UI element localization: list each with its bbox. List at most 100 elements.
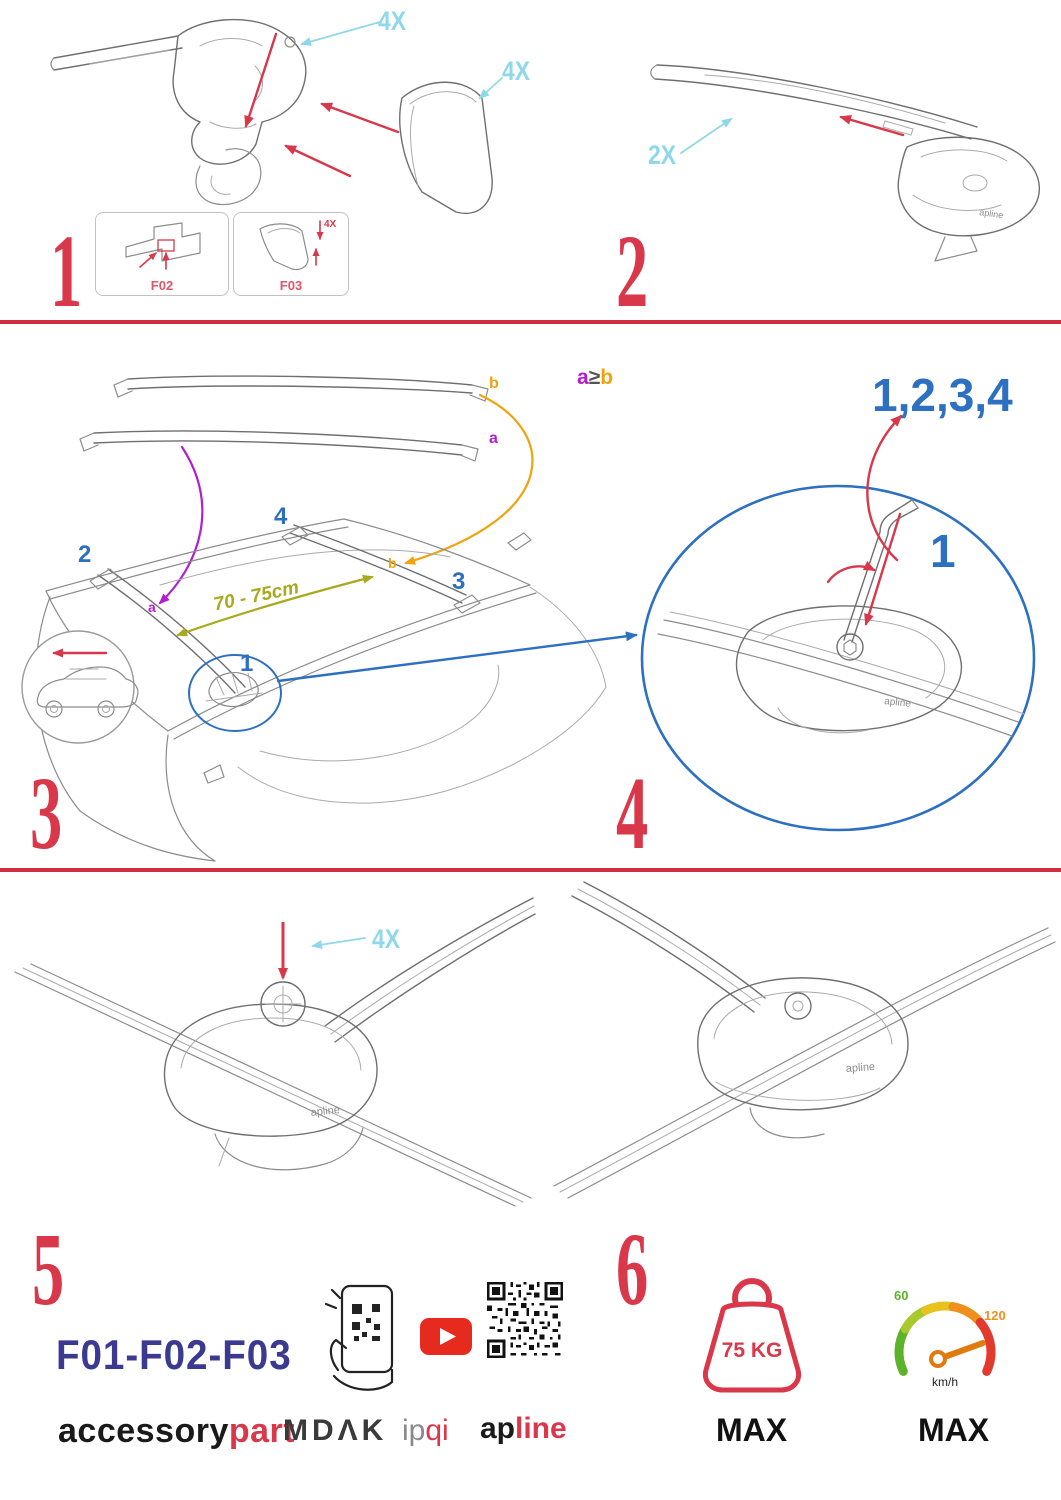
step6-product-logo: apline — [845, 1061, 875, 1075]
step4-number: 4 — [616, 756, 649, 871]
step4-product-logo: apline — [884, 696, 912, 710]
roof-position-1: 1 — [240, 650, 254, 677]
car-roof-sketch — [35, 518, 607, 862]
loose-crossbar-b — [113, 375, 489, 402]
foot-open-view: apline — [163, 981, 378, 1171]
placement-arrow-a — [158, 445, 204, 605]
loose-crossbar-a — [79, 430, 479, 462]
foot-closed-view: apline — [697, 977, 909, 1139]
highlight-box — [157, 239, 175, 252]
bar-a-label: a — [489, 430, 498, 447]
inset-detail-f03: 4X F03 — [233, 212, 349, 296]
brand-ipqi: ipqi — [402, 1416, 449, 1446]
speed-high-tick: 120 — [984, 1308, 1006, 1323]
step3-number-wrap: 3 — [30, 762, 82, 866]
step2-number: 2 — [616, 214, 649, 329]
step1-qty-cover-label: 4X — [502, 56, 531, 86]
rule-b: b — [600, 366, 614, 389]
zoom-callout-circle — [188, 654, 282, 732]
inset-f03-qty: 4X — [324, 219, 337, 230]
assembly-arrow-endcap — [839, 114, 905, 137]
brand-ipqi-part2: qi — [425, 1414, 449, 1447]
foot-position-1 — [205, 672, 263, 708]
phone-qr-pixels — [352, 1304, 380, 1341]
step2-qty-label: 2X — [648, 140, 677, 170]
inset-f03-art: 4X — [259, 219, 337, 271]
brand-accessory-part1: accessory — [58, 1412, 229, 1450]
max-weight-value: 75 KG — [722, 1339, 783, 1362]
qty-pointer-cover — [478, 77, 503, 100]
inset-detail-f02: F02 — [95, 212, 229, 296]
sequence-arrow-art — [866, 414, 903, 562]
step1-qty-screw-label: 4X — [378, 6, 407, 36]
brand-apline-part1: ap — [480, 1412, 516, 1445]
step5-number: 5 — [32, 1212, 65, 1327]
roof-rail — [14, 963, 532, 1207]
step3-number: 3 — [30, 756, 63, 871]
tightening-sequence: 1,2,3,4 — [872, 369, 1013, 421]
speed-unit: km/h — [932, 1375, 958, 1389]
brand-ipqi-part1: ip — [402, 1414, 426, 1447]
car-direction-inset — [21, 630, 139, 744]
step3-roof-placement-art — [21, 375, 638, 862]
inset-f02-art — [125, 222, 201, 270]
max-speed-icon: 60 120 km/h — [894, 1288, 1006, 1389]
cover-cap-part — [399, 81, 493, 214]
step6-closed-art: apline — [553, 881, 1056, 1199]
zoom-callout-line — [276, 631, 638, 683]
crossbar — [324, 897, 536, 1043]
scan-qr-phone-icon — [324, 1284, 394, 1391]
product-codes: F01-F02-F03 — [56, 1331, 292, 1378]
roof-rail — [553, 927, 1056, 1199]
speed-low-tick: 60 — [894, 1288, 908, 1303]
bar-b-label: b — [489, 375, 499, 392]
roof-position-2: 2 — [78, 541, 92, 568]
brand-accessory-part2: part — [228, 1412, 296, 1450]
step6-number-wrap: 6 — [616, 1218, 668, 1322]
roof-position-3: 3 — [452, 568, 466, 595]
fastener-screw — [284, 36, 296, 48]
step2-product-logo: apline — [979, 207, 1004, 220]
arrow-tip-b-label: b — [388, 555, 397, 571]
step5-qty-label: 4X — [372, 924, 401, 954]
mounted-rear-crossbar — [281, 524, 481, 614]
qty-pointer-knob — [311, 937, 366, 950]
step5-knob-art: apline — [14, 897, 536, 1207]
step1-exploded-view-art — [50, 18, 503, 214]
assembly-arrow-cover — [320, 102, 400, 134]
qty-pointer-screw — [300, 21, 381, 46]
knob-cover-hole — [784, 992, 812, 1020]
max-speed-label: MAX — [918, 1412, 990, 1448]
step4-zoom-art: apline — [640, 484, 1036, 832]
end-foot-part: apline — [897, 136, 1041, 262]
zoom-ellipse — [640, 484, 1036, 832]
rotate-arrow — [826, 561, 876, 584]
inset-f02-caption: F02 — [150, 278, 174, 293]
qty-pointer-bar — [680, 117, 733, 154]
assembly-arrow-insert — [244, 32, 278, 128]
step2-number-wrap: 2 — [616, 220, 668, 324]
press-down-arrow — [864, 512, 902, 626]
allen-key — [843, 499, 919, 643]
section-divider-2 — [0, 868, 1061, 872]
qr-code — [487, 1282, 563, 1358]
step1-number-wrap: 1 — [50, 220, 102, 324]
step2-bar-endcap-art: apline — [650, 64, 1041, 262]
max-weight-icon: 75 KG — [702, 1278, 802, 1393]
lower-hook-part — [195, 148, 262, 206]
brand-accessorypart: accessorypart — [58, 1414, 295, 1448]
crossbar-profile — [650, 64, 978, 140]
crossbar-stub — [50, 35, 183, 71]
youtube-icon — [420, 1318, 472, 1355]
max-weight-label: MAX — [716, 1412, 788, 1448]
section-divider-1 — [0, 320, 1061, 324]
brand-apline: apline — [480, 1414, 567, 1444]
rule-gte: ≥ — [588, 366, 601, 389]
roof-position-4: 4 — [274, 503, 288, 530]
step1-number: 1 — [50, 214, 83, 329]
inset-f03-caption: F03 — [279, 278, 303, 293]
distance-arrow — [176, 574, 374, 637]
sequence-first: 1 — [930, 525, 956, 577]
brand-mdak: MDΛK — [283, 1414, 388, 1447]
